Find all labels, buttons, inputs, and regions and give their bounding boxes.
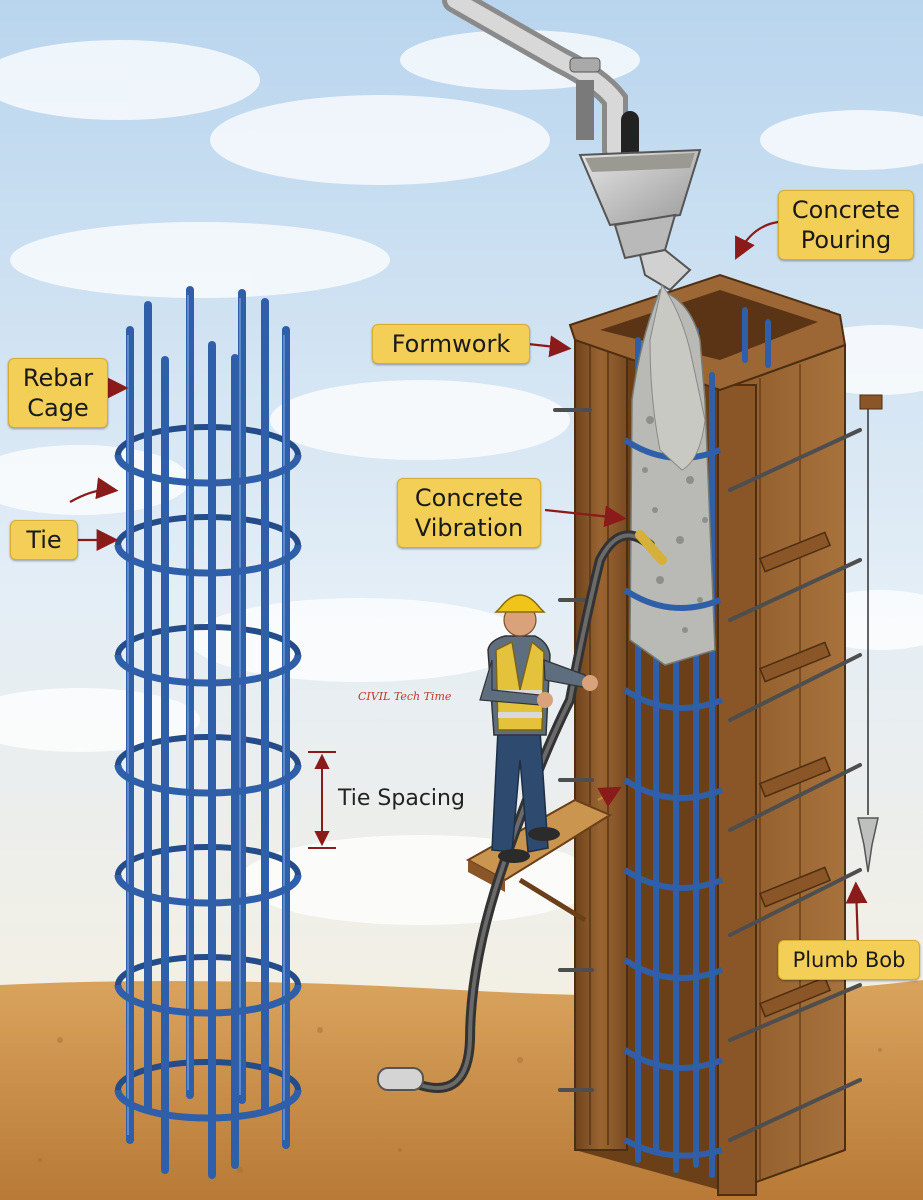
- tie-front-arcs: [114, 454, 302, 1122]
- pump-pipe: [442, 0, 702, 292]
- formwork-label: Formwork: [372, 324, 530, 364]
- label-arrows: [69, 220, 868, 946]
- inner-ties: [623, 437, 724, 1159]
- concrete-vibration-label: Concrete Vibration: [397, 478, 541, 548]
- clouds: [0, 30, 923, 925]
- tie-label: Tie: [10, 520, 78, 560]
- tie-spacing-dimension: [308, 751, 336, 849]
- formwork-arrow: [527, 335, 572, 358]
- formwork-clamps: [553, 408, 862, 1142]
- side-braces: [758, 531, 832, 1018]
- plumb-bob: [857, 394, 883, 873]
- concrete-pouring-arrow: [735, 220, 779, 260]
- concrete-vibration-arrow: [544, 505, 627, 528]
- plumb-bob-label: Plumb Bob: [778, 940, 920, 980]
- platform-arrow: [597, 786, 622, 808]
- rebar-cage-label: Rebar Cage: [8, 358, 108, 428]
- rebar-cage: [114, 286, 302, 1179]
- concrete-stream: [649, 283, 706, 471]
- tie-arrow-upper: [69, 477, 119, 503]
- concrete-pouring-label: Concrete Pouring: [778, 190, 914, 260]
- worker: [479, 594, 598, 863]
- plumb-bob-arrow: [845, 881, 868, 946]
- watermark-text: CIVIL Tech Time: [358, 690, 452, 703]
- formwork: [568, 273, 847, 1197]
- tie-spacing-label: Tie Spacing: [338, 786, 465, 811]
